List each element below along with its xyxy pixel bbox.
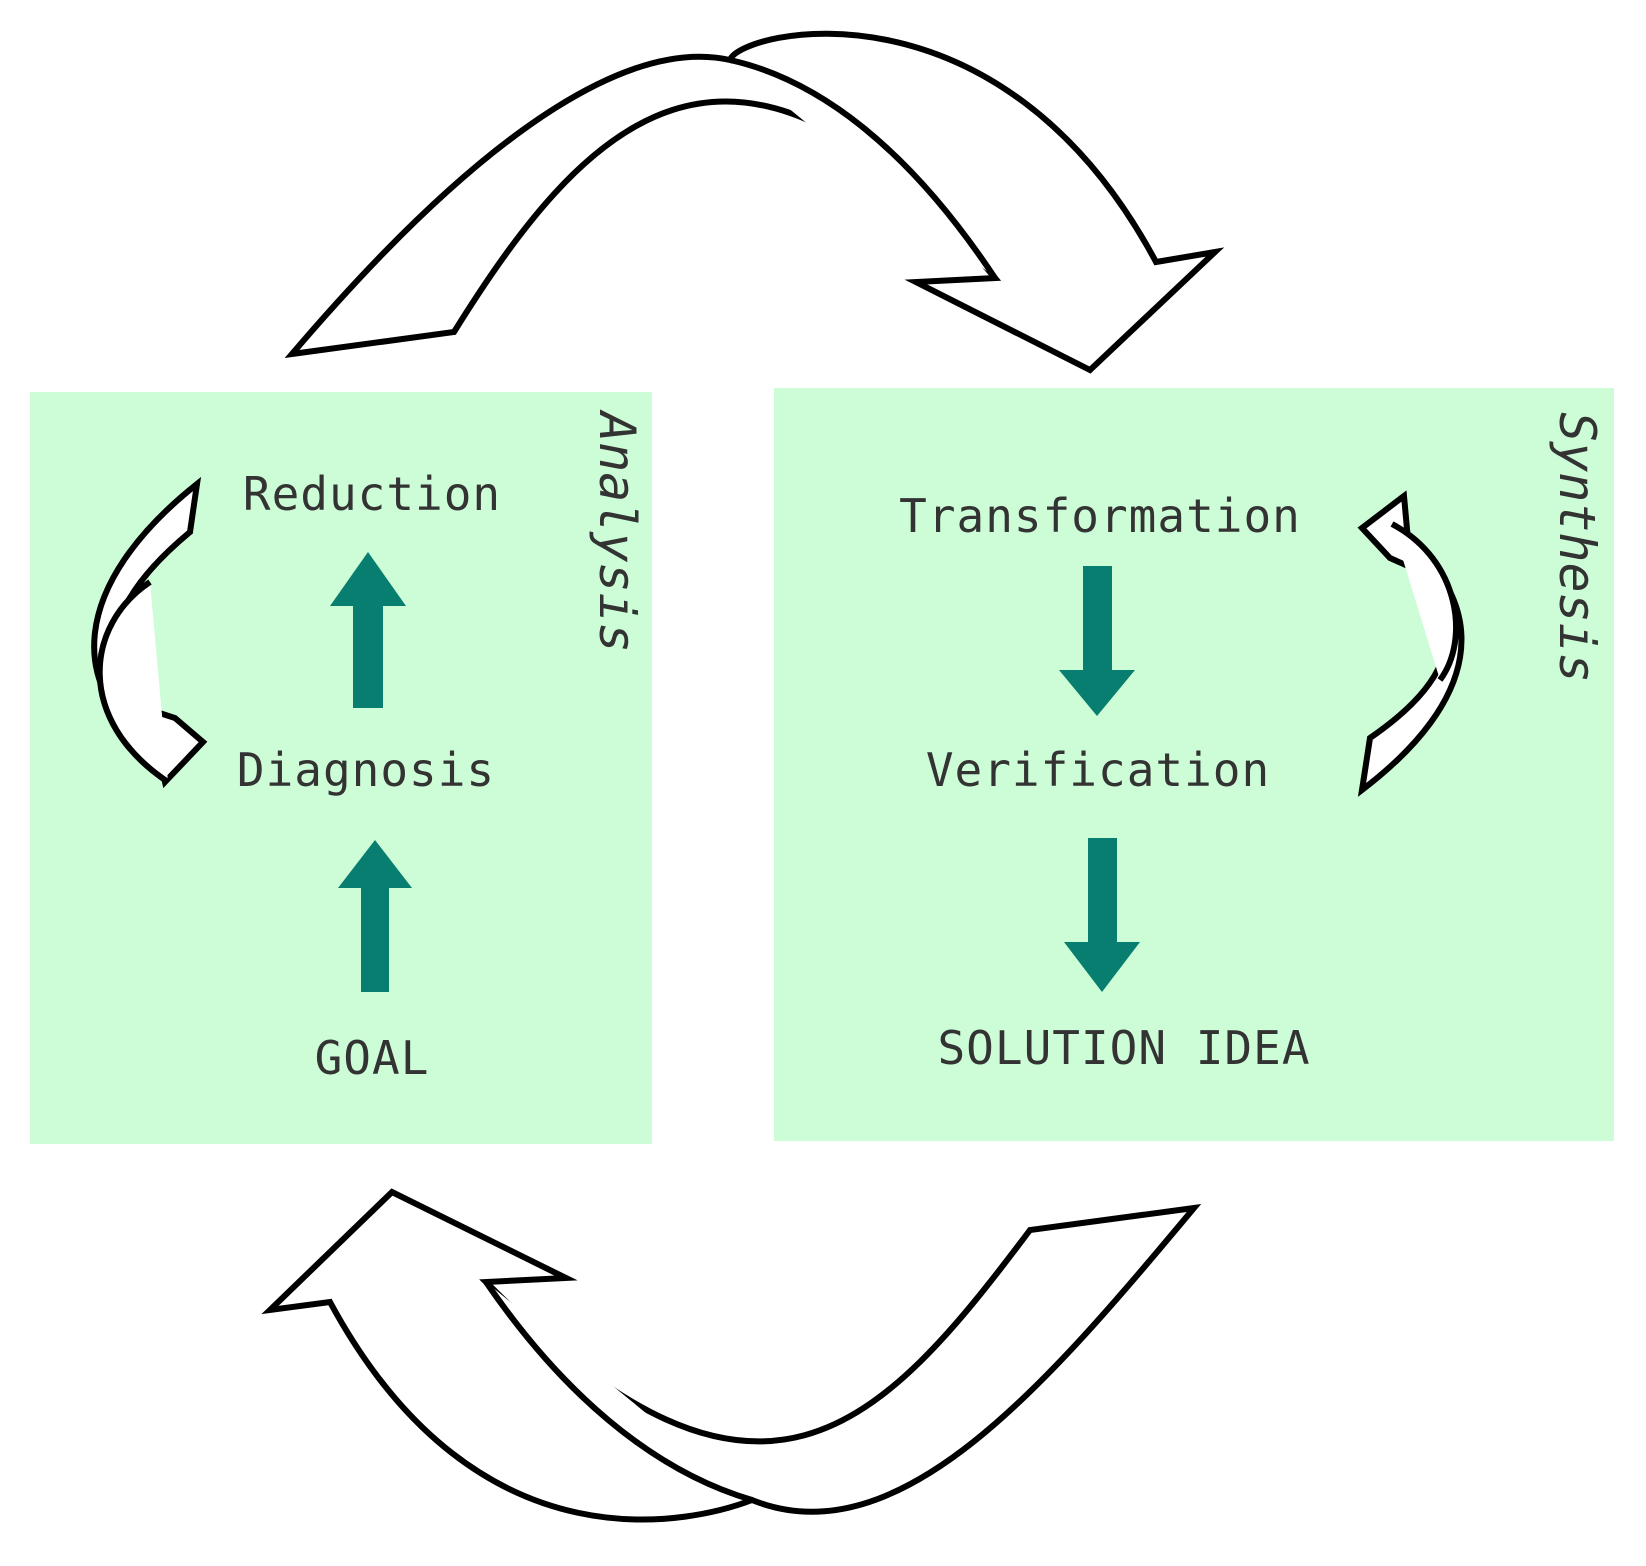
analysis-step-reduction: Reduction: [243, 467, 501, 521]
synthesis-step-solution-idea: SOLUTION IDEA: [937, 1021, 1310, 1075]
analysis-panel: Analysis Reduction Diagnosis GOAL: [30, 392, 652, 1144]
flow-arrow-up-icon: [338, 840, 412, 992]
analysis-panel-background: [30, 392, 652, 1144]
analysis-step-goal: GOAL: [315, 1031, 430, 1085]
flow-arrow-up-icon: [330, 552, 406, 708]
synthesis-step-transformation: Transformation: [899, 489, 1301, 543]
synthesis-title: Synthesis: [1548, 412, 1606, 683]
large-curved-arrow-icon: [261, 1188, 1202, 1523]
large-curved-arrow-icon: [284, 30, 1225, 374]
curved-double-arrow-icon: [91, 476, 208, 789]
synthesis-panel-background: [774, 388, 1614, 1141]
analysis-title: Analysis: [588, 409, 646, 653]
analysis-step-diagnosis: Diagnosis: [237, 743, 495, 797]
synthesis-panel: Synthesis Transformation Verification SO…: [774, 388, 1614, 1141]
large-curved-arrow-bottom: [261, 1188, 1202, 1523]
synthesis-step-verification: Verification: [926, 743, 1270, 797]
large-curved-arrow-top: [284, 30, 1225, 374]
flow-arrow-down-icon: [1059, 566, 1135, 716]
curved-double-arrow-icon: [1357, 490, 1465, 797]
flow-arrow-down-icon: [1064, 838, 1140, 992]
